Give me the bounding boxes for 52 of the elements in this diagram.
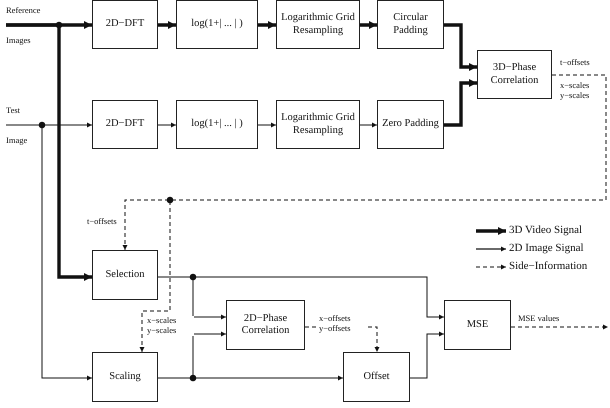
node-text: 2D−DFT <box>106 118 144 131</box>
signal-label: t−offsets <box>560 58 590 68</box>
node-text: log(1+| ... | ) <box>191 18 243 31</box>
process-box <box>276 0 360 49</box>
edge-label: x−scales y−scales <box>146 316 194 336</box>
arrow <box>444 23 477 71</box>
process-box <box>176 0 258 49</box>
legend-text: 3D Video Signal <box>509 224 582 236</box>
node-text: Logarithmic Grid Resampling <box>280 112 356 137</box>
arrow <box>444 79 477 127</box>
process-box <box>92 100 158 149</box>
node-text: Test <box>6 106 20 116</box>
process-box <box>92 352 158 402</box>
node-text: MSE <box>466 318 488 332</box>
node-text: Reference <box>6 6 40 16</box>
process-box <box>343 352 410 402</box>
node-text: Circular Padding <box>392 12 429 37</box>
node-text: 3D−Phase Correlation <box>490 62 540 87</box>
arrow <box>158 122 176 128</box>
process-box <box>92 250 158 300</box>
edge-label: MSE values <box>517 314 560 324</box>
legend-text: 2D Image Signal <box>509 242 584 254</box>
node-text: Image <box>6 136 28 146</box>
node-text: 2D−DFT <box>106 18 144 31</box>
node-text: Scaling <box>109 370 141 384</box>
arrow <box>258 21 276 29</box>
process-box <box>477 50 552 99</box>
process-box <box>226 300 305 350</box>
arrow <box>360 122 378 128</box>
process-box <box>176 100 258 149</box>
arrow <box>258 122 276 128</box>
node-text: Images <box>6 36 31 46</box>
arrow <box>510 324 608 330</box>
arrow <box>158 21 176 29</box>
node-text: Selection <box>105 268 145 282</box>
node-text: Zero Padding <box>382 118 439 131</box>
process-box <box>444 300 511 350</box>
process-box <box>276 100 360 149</box>
arrow <box>410 332 444 378</box>
arrow <box>360 21 377 29</box>
process-box <box>92 0 158 49</box>
process-box <box>377 0 444 49</box>
node-text: Offset <box>363 370 390 384</box>
node-text: 2D−Phase Correlation <box>240 312 290 338</box>
signal-label: x−scales y−scales <box>560 81 590 101</box>
edge-label: t−offsets <box>86 217 118 227</box>
node-text: log(1+| ... | ) <box>191 118 243 131</box>
arrow <box>6 23 92 281</box>
edge-label: x−offsets y−offsets <box>318 314 366 334</box>
process-box <box>377 100 444 149</box>
legend-text: Side−Information <box>509 260 588 272</box>
node-text: Logarithmic Grid Resampling <box>280 12 356 37</box>
